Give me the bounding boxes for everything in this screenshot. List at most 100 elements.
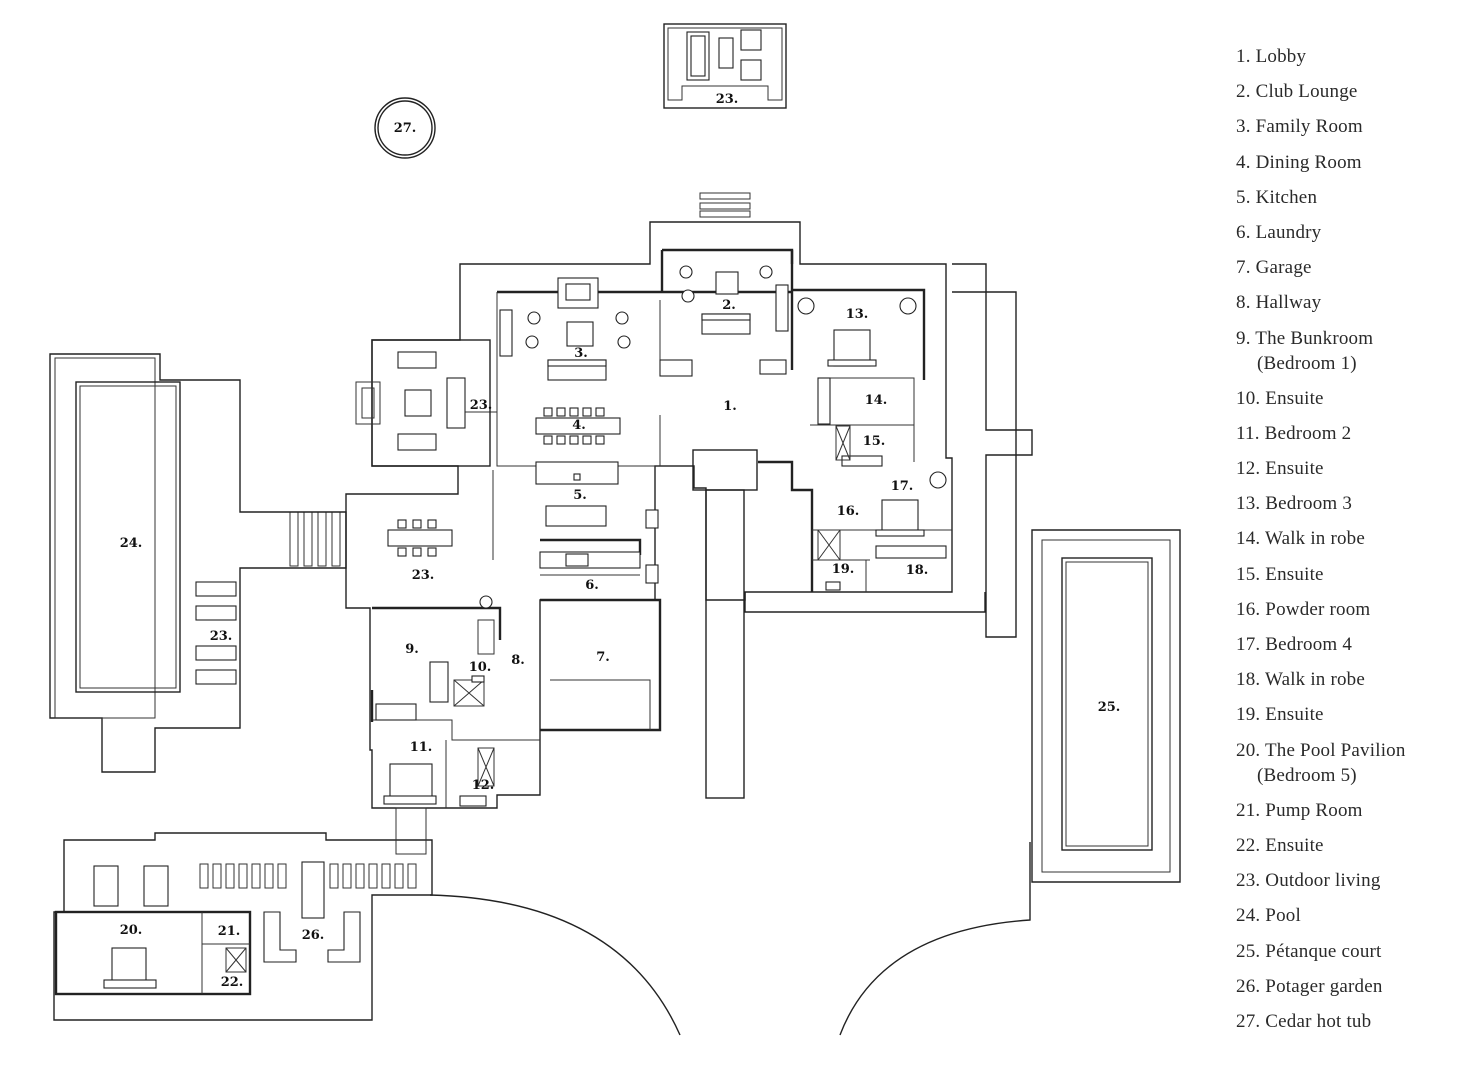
legend-item: 15. Ensuite xyxy=(1236,562,1461,587)
label-8: 8. xyxy=(511,653,525,668)
label-23-dining: 23. xyxy=(412,568,435,583)
outdoor-dining xyxy=(289,511,453,567)
bedroom-3-furniture xyxy=(797,297,917,467)
legend-item: 22. Ensuite xyxy=(1236,833,1461,858)
west-wing-furniture xyxy=(375,595,495,807)
legend-item-text: 13. Bedroom 3 xyxy=(1236,493,1353,515)
legend-item: 16. Powder room xyxy=(1236,597,1461,622)
legend-item-text: 20. The Pool Pavilion xyxy=(1236,739,1406,761)
legend-item-subtext: (Bedroom 1) xyxy=(1257,352,1357,374)
legend-item-text: 16. Powder room xyxy=(1236,598,1371,620)
legend-item-text: 22. Ensuite xyxy=(1236,834,1324,856)
legend-item: 21. Pump Room xyxy=(1236,798,1461,823)
label-4: 4. xyxy=(572,418,586,433)
label-23-west: 23. xyxy=(470,398,493,413)
outdoor-pavilion-top xyxy=(663,23,787,109)
petanque-court xyxy=(1031,529,1181,883)
legend-item-text: 12. Ensuite xyxy=(1236,458,1324,480)
legend-item-text: 2. Club Lounge xyxy=(1236,81,1358,103)
cedar-hot-tub xyxy=(374,97,436,159)
legend-item: 7. Garage xyxy=(1236,255,1461,280)
legend-item-text: 15. Ensuite xyxy=(1236,563,1324,585)
label-5: 5. xyxy=(573,488,587,503)
label-2: 2. xyxy=(722,298,736,313)
legend-item-text: 10. Ensuite xyxy=(1236,387,1324,409)
label-14: 14. xyxy=(865,393,888,408)
legend-item-subtext: (Bedroom 5) xyxy=(1257,764,1357,786)
legend-item-text: 18. Walk in robe xyxy=(1236,669,1366,691)
legend-item-text: 27. Cedar hot tub xyxy=(1236,1010,1372,1032)
legend-item: 2. Club Lounge xyxy=(1236,79,1461,104)
room-labels: 1. 2. 3. 4. 5. 6. 7. 8. 9. 10. 11. 12. 1… xyxy=(120,92,1121,990)
legend-item-text: 5. Kitchen xyxy=(1236,186,1318,208)
label-10: 10. xyxy=(469,660,492,675)
legend-item: 8. Hallway xyxy=(1236,290,1461,315)
legend-item: 14. Walk in robe xyxy=(1236,526,1461,551)
legend-item: 3. Family Room xyxy=(1236,114,1461,139)
legend-item: 11. Bedroom 2 xyxy=(1236,421,1461,446)
label-25: 25. xyxy=(1098,700,1121,715)
label-20: 20. xyxy=(120,923,143,938)
legend-item: 19. Ensuite xyxy=(1236,702,1461,727)
legend-item-text: 24. Pool xyxy=(1236,905,1301,927)
legend-item: 27. Cedar hot tub xyxy=(1236,1009,1461,1034)
label-3: 3. xyxy=(574,346,588,361)
legend-item: 1. Lobby xyxy=(1236,44,1461,69)
label-9: 9. xyxy=(405,642,419,657)
legend-item-text: 7. Garage xyxy=(1236,257,1312,279)
legend-item-text: 6. Laundry xyxy=(1236,221,1322,243)
legend-item: 18. Walk in robe xyxy=(1236,667,1461,692)
legend-item: 5. Kitchen xyxy=(1236,185,1461,210)
legend-item: 24. Pool xyxy=(1236,903,1461,928)
label-7: 7. xyxy=(596,650,610,665)
label-23-top: 23. xyxy=(716,92,739,107)
label-24: 24. xyxy=(120,536,143,551)
legend-item-text: 8. Hallway xyxy=(1236,292,1322,314)
legend-item-text: 21. Pump Room xyxy=(1236,799,1363,821)
label-21: 21. xyxy=(218,924,241,939)
legend-item-text: 11. Bedroom 2 xyxy=(1236,422,1352,444)
outdoor-living-west xyxy=(355,339,491,467)
legend-item-text: 9. The Bunkroom xyxy=(1236,327,1374,349)
driveway xyxy=(692,263,1033,799)
pool xyxy=(49,353,347,773)
label-26: 26. xyxy=(302,928,325,943)
legend-item-text: 25. Pétanque court xyxy=(1236,940,1382,962)
label-23-loungers: 23. xyxy=(210,629,233,644)
label-11: 11. xyxy=(410,740,433,755)
legend-item: 12. Ensuite xyxy=(1236,456,1461,481)
lawn-edges xyxy=(429,842,1031,1036)
label-18: 18. xyxy=(906,563,929,578)
legend-item: 9. The Bunkroom (Bedroom 1) xyxy=(1236,326,1461,376)
club-lounge-furniture xyxy=(679,265,789,335)
legend-item: 13. Bedroom 3 xyxy=(1236,491,1461,516)
legend-item-text: 19. Ensuite xyxy=(1236,704,1324,726)
label-1: 1. xyxy=(723,399,737,414)
label-22: 22. xyxy=(221,975,244,990)
label-19: 19. xyxy=(832,562,855,577)
family-room-furniture xyxy=(525,277,631,445)
legend-item: 20. The Pool Pavilion (Bedroom 5) xyxy=(1236,738,1461,788)
label-6: 6. xyxy=(585,578,599,593)
room-legend: 1. Lobby 2. Club Lounge 3. Family Room 4. D… xyxy=(1236,44,1461,1044)
label-12: 12. xyxy=(472,778,495,793)
label-17: 17. xyxy=(891,479,914,494)
legend-item-text: 23. Outdoor living xyxy=(1236,870,1381,892)
legend-item: 23. Outdoor living xyxy=(1236,868,1461,893)
legend-item-text: 1. Lobby xyxy=(1236,46,1307,67)
legend-item: 25. Pétanque court xyxy=(1236,939,1461,964)
legend-item: 6. Laundry xyxy=(1236,220,1461,245)
legend-item-text: 14. Walk in robe xyxy=(1236,528,1366,550)
front-steps xyxy=(699,192,751,218)
kitchen-fixtures xyxy=(535,461,641,569)
legend-item: 4. Dining Room xyxy=(1236,150,1461,175)
label-13: 13. xyxy=(846,307,869,322)
label-15: 15. xyxy=(863,434,886,449)
legend-item-text: 4. Dining Room xyxy=(1236,151,1362,173)
legend-item: 17. Bedroom 4 xyxy=(1236,632,1461,657)
label-16: 16. xyxy=(837,504,860,519)
legend-item: 26. Potager garden xyxy=(1236,974,1461,999)
pool-pavilion xyxy=(53,807,433,1021)
bedroom-4-furniture xyxy=(817,471,947,591)
